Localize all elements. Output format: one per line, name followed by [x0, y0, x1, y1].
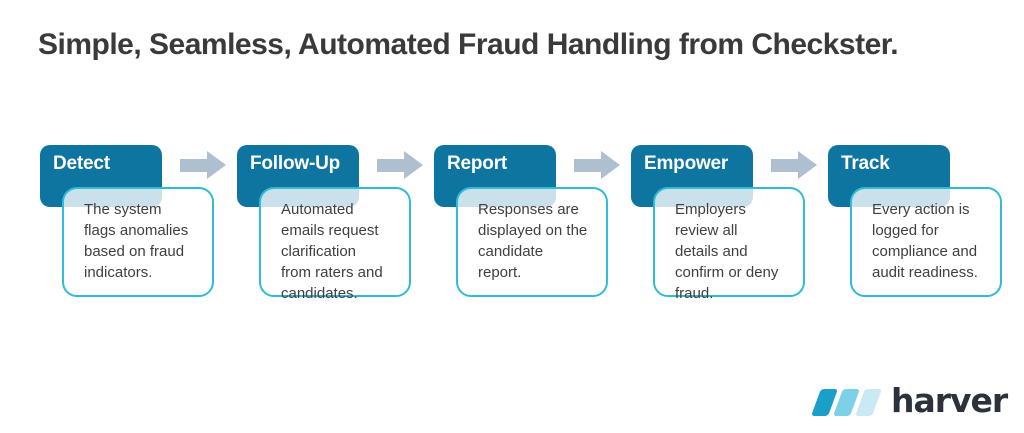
- arrow-head: [404, 151, 423, 179]
- arrow-right-icon: [574, 151, 620, 180]
- step-description: Automated emails request clarification f…: [281, 201, 383, 302]
- step-label: Empower: [644, 153, 729, 174]
- arrow-tail: [180, 159, 207, 172]
- arrow-head: [798, 151, 817, 179]
- arrow-right-icon: [180, 151, 226, 180]
- harver-logo: harver: [808, 380, 1008, 420]
- arrow-tail: [377, 159, 404, 172]
- step-label: Report: [447, 153, 508, 174]
- step-description-card: Automated emails request clarification f…: [259, 187, 411, 302]
- step-description: Responses are displayed on the candidate…: [478, 201, 588, 281]
- step-detect: Detect The system flags anomalies based …: [40, 145, 237, 305]
- step-follow-up: Follow-Up Automated emails request clari…: [237, 145, 434, 305]
- arrow-head: [601, 151, 620, 179]
- arrow-head: [207, 151, 226, 179]
- step-description-card: The system flags anomalies based on frau…: [62, 187, 214, 297]
- page-title: Simple, Seamless, Automated Fraud Handli…: [38, 28, 899, 61]
- arrow-right-icon: [377, 151, 423, 180]
- logo-stripe-icon: [855, 388, 882, 416]
- step-report: Report Responses are displayed on the ca…: [434, 145, 631, 305]
- arrow-tail: [771, 159, 798, 172]
- arrow-tail: [574, 159, 601, 172]
- step-label: Follow-Up: [250, 153, 341, 174]
- step-description-card: Employers review all details and confirm…: [653, 187, 805, 302]
- harver-triple-stripe-icon: [808, 388, 882, 416]
- step-track: Track Every action is logged for complia…: [828, 145, 1024, 305]
- step-label: Detect: [53, 153, 110, 174]
- step-description: Every action is logged for compliance an…: [872, 201, 978, 281]
- step-description-card: Every action is logged for compliance an…: [850, 187, 1002, 297]
- step-description-card: Responses are displayed on the candidate…: [456, 187, 608, 297]
- step-description: Employers review all details and confirm…: [675, 201, 779, 302]
- step-label: Track: [841, 153, 890, 174]
- step-description: The system flags anomalies based on frau…: [84, 201, 189, 281]
- arrow-right-icon: [771, 151, 817, 180]
- logo-wordmark: harver: [891, 380, 1008, 420]
- step-empower: Empower Employers review all details and…: [631, 145, 828, 305]
